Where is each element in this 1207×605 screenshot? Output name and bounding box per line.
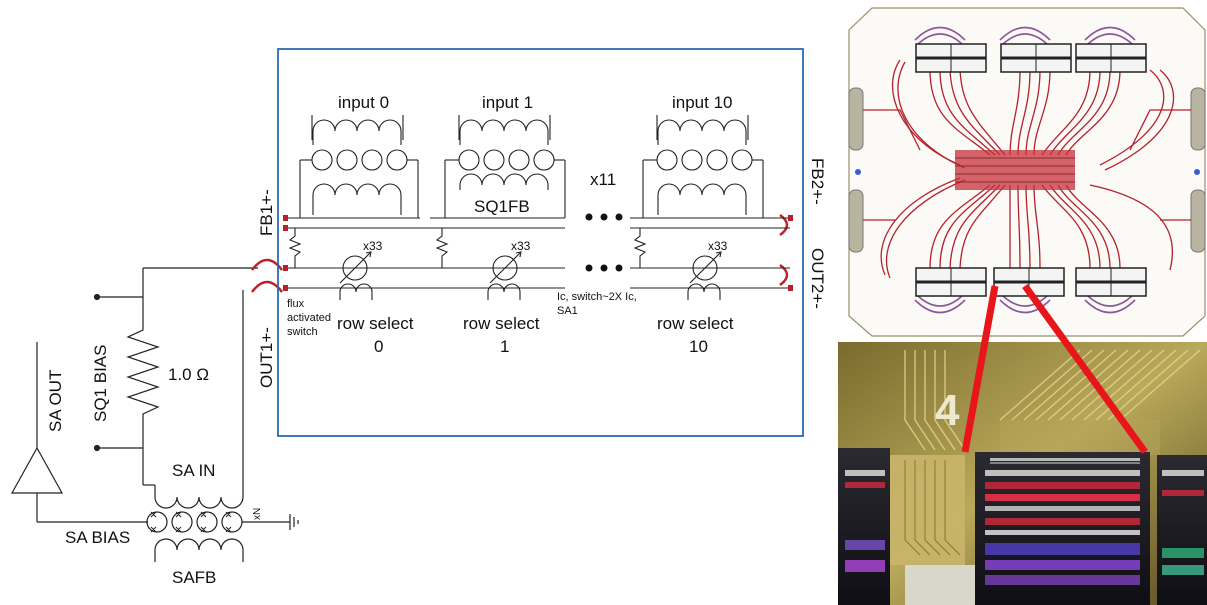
sq1fb-label: SQ1FB [474,197,530,216]
flux-switch-line-3: switch [287,326,318,338]
safb-label: SAFB [172,568,216,587]
flux-switch-line-1: flux [287,298,305,310]
x11-label: x11 [590,170,616,189]
mux-cell-0 [288,115,419,300]
ic-note-line-2: SA1 [557,305,578,317]
callout-lines [961,283,1148,455]
x33-label-1: x33 [511,239,531,253]
resistor-label: 1.0 Ω [168,365,209,384]
row-select-0-index: 0 [374,337,383,356]
photo-chip-pixels [845,470,1204,585]
sa-out-label: SA OUT [46,370,65,432]
out1-label: OUT1+- [257,327,276,388]
fb2-label: FB2+- [808,158,827,205]
x33-label-10: x33 [708,239,728,253]
connector-jumpers [251,213,789,293]
mux-cell-1 [435,115,566,300]
row-select-1-label: row select [463,314,540,333]
input-1-label: input 1 [482,93,533,112]
chip-layout-image [848,7,1206,337]
x33-label-0: x33 [363,239,383,253]
input-0-label: input 0 [338,93,389,112]
ellipsis-dots [585,213,623,272]
out2-label: OUT2+- [808,248,827,309]
ic-note-line-1: Ic, switch~2X Ic, [557,291,637,303]
row-select-1-index: 1 [500,337,509,356]
row-select-10-label: row select [657,314,734,333]
sa-section [10,267,299,562]
xn-label: xN [252,508,263,520]
sq1-bias-label: SQ1 BIAS [91,345,110,422]
input-10-label: input 10 [672,93,733,112]
row-select-0-label: row select [337,314,414,333]
fb1-label: FB1+- [257,189,276,236]
sa-in-label: SA IN [172,461,215,480]
hardware-photo: 4 [838,342,1207,605]
mux-schematic [283,115,793,300]
flux-switch-line-2: activated [287,312,331,324]
sa-squid-array [146,511,243,533]
sa-amplifier-symbol [10,446,64,494]
resistor-symbol [126,268,160,448]
layout-chips-top [915,43,1147,73]
mux-cell-10 [633,115,764,300]
mux-chip-box [277,48,804,437]
row-select-10-index: 10 [689,337,708,356]
chip-number-label: 4 [935,386,960,435]
sa-bias-label: SA BIAS [65,528,130,547]
